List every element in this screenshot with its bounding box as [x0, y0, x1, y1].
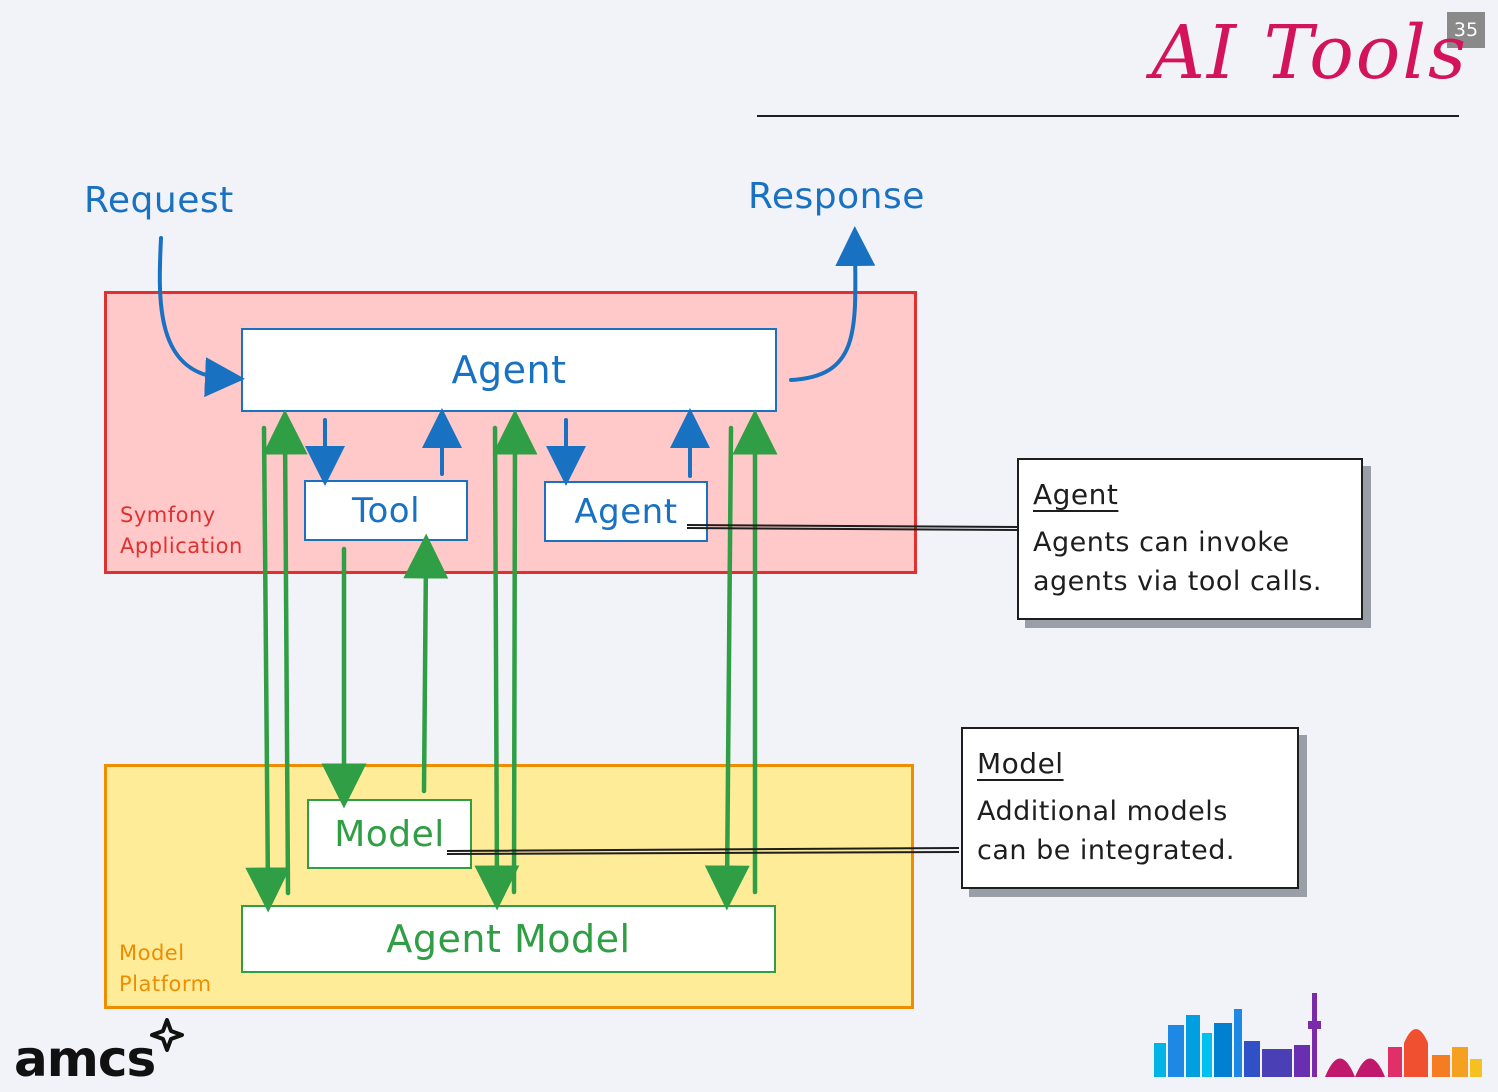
- agent-model-box: Agent Model: [241, 905, 776, 973]
- agent-note: Agent Agents can invoke agents via tool …: [1017, 458, 1363, 620]
- agent-model-to-agent-arrow-1: [262, 409, 308, 896]
- slide-title: AI Tools: [1151, 10, 1468, 96]
- request-label: Request: [84, 180, 234, 221]
- model-platform-label: Model Platform: [119, 941, 212, 996]
- response-arrow: [789, 226, 876, 382]
- agent-note-connector: [686, 524, 1018, 531]
- agent-to-agent-model-arrow-1: [245, 425, 291, 913]
- model-to-tool-arrow: [403, 533, 449, 794]
- tool-box: Tool: [304, 480, 468, 541]
- model-note-title: Model: [977, 747, 1064, 780]
- agent-to-agent-model-arrow-2: [474, 425, 520, 911]
- logo-star-icon: [150, 1018, 184, 1052]
- model-note: Model Additional models can be integrate…: [961, 727, 1299, 889]
- response-label: Response: [748, 176, 925, 217]
- agent-to-agent-model-arrow-3: [704, 425, 750, 911]
- title-underline: [757, 115, 1459, 117]
- page-number: 35: [1447, 12, 1485, 48]
- model-note-body: Additional models can be integrated.: [977, 796, 1235, 866]
- request-arrow: [157, 236, 245, 398]
- agent-note-body: Agents can invoke agents via tool calls.: [1033, 527, 1323, 597]
- city-skyline-icon: [1154, 993, 1482, 1077]
- amcs-logo: amcs: [14, 1030, 156, 1088]
- model-box: Model: [307, 799, 472, 869]
- agent-sub-box: Agent: [544, 481, 708, 542]
- agent-note-title: Agent: [1033, 478, 1119, 511]
- symfony-application-label: Symfony Application: [120, 503, 243, 558]
- model-note-connector: [446, 847, 960, 855]
- agent-model-to-agent-arrow-2: [492, 409, 538, 895]
- amcs-logo-text: amcs: [14, 1030, 156, 1088]
